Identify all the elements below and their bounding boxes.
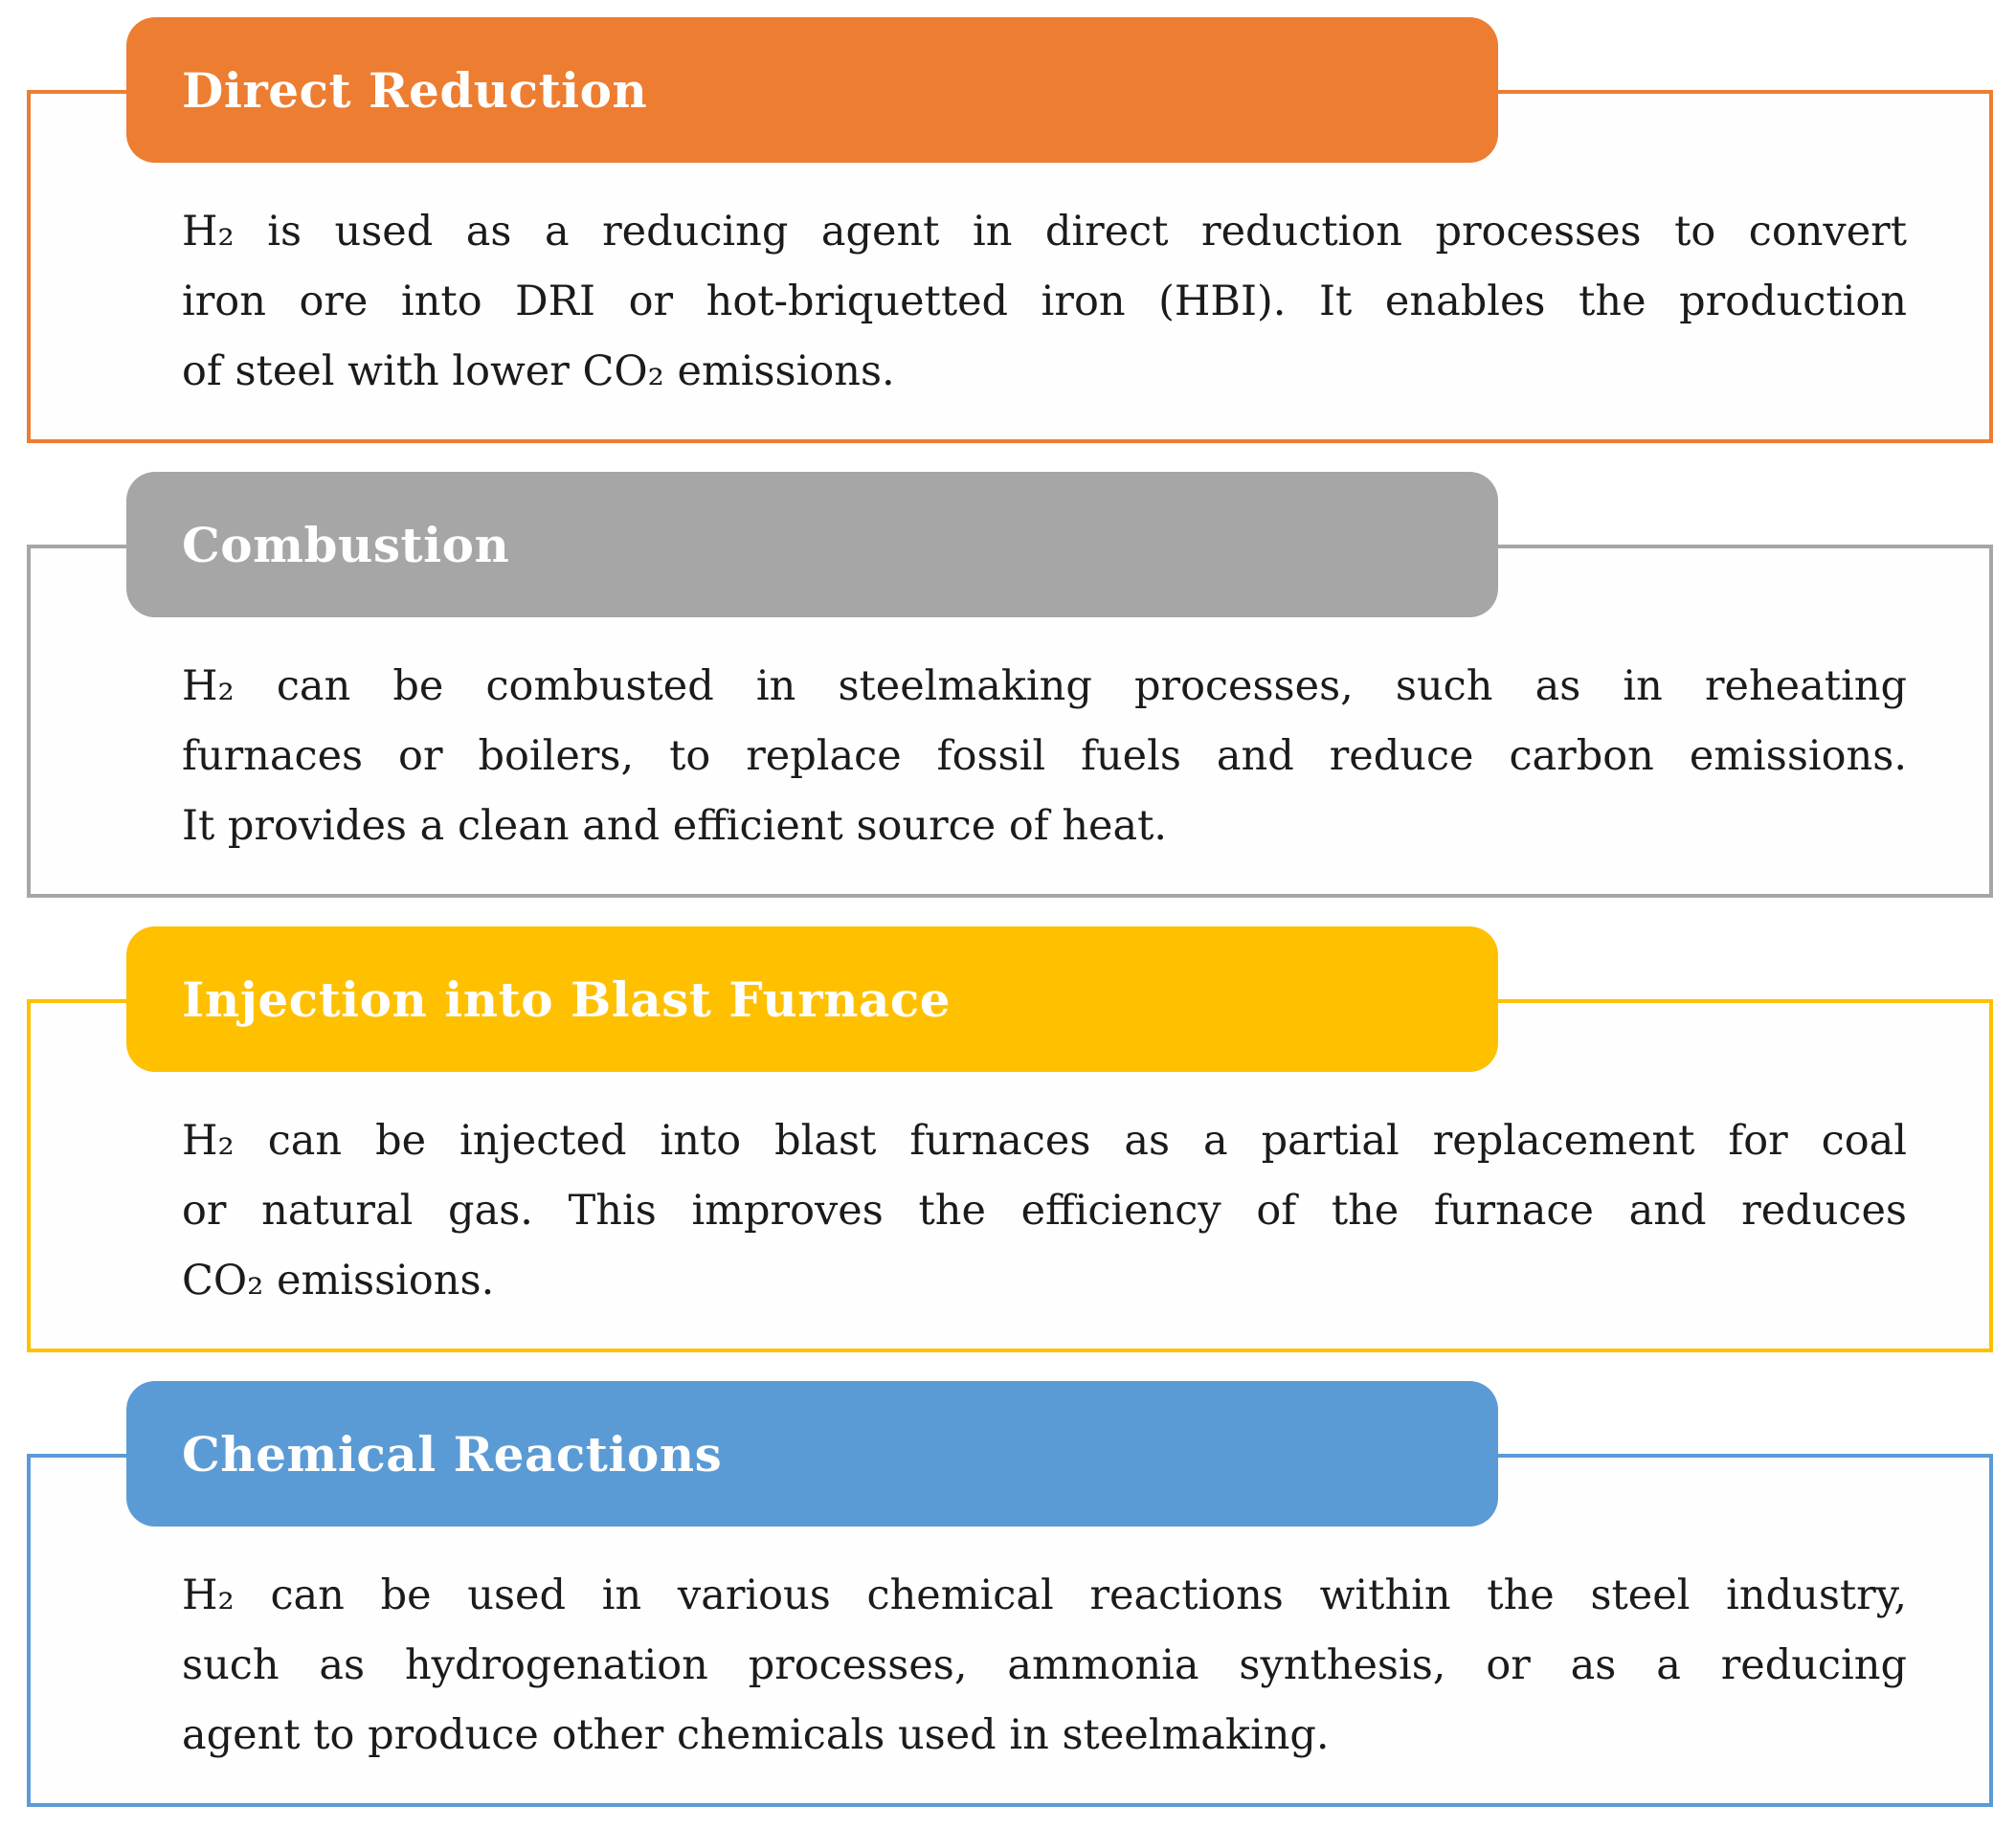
body-line: such as hydrogenation processes, ammonia… — [182, 1641, 1907, 1689]
body-line: H₂ can be injected into blast furnaces a… — [182, 1117, 1907, 1165]
section-chemical-reactions: Chemical Reactions H₂ can be used in var… — [27, 1381, 1993, 1807]
section-direct-reduction: Direct Reduction H₂ is used as a reducin… — [27, 17, 1993, 443]
section-title: Direct Reduction — [182, 61, 648, 119]
section-header-badge: Combustion — [126, 472, 1498, 617]
body-line: furnaces or boilers, to replace fossil f… — [182, 732, 1907, 780]
section-combustion: Combustion H₂ can be combusted in steelm… — [27, 472, 1993, 898]
section-body-text: H₂ can be injected into blast furnaces a… — [182, 1106, 1907, 1316]
body-line: iron ore into DRI or hot-briquetted iron… — [182, 278, 1907, 325]
body-line: CO₂ emissions. — [182, 1257, 495, 1304]
body-line: It provides a clean and efficient source… — [182, 802, 1168, 850]
section-body-text: H₂ can be used in various chemical react… — [182, 1561, 1907, 1771]
section-body-text: H₂ can be combusted in steelmaking proce… — [182, 652, 1907, 861]
section-injection-into-blast-furnace: Injection into Blast Furnace H₂ can be i… — [27, 926, 1993, 1352]
section-header-badge: Chemical Reactions — [126, 1381, 1498, 1527]
section-header-badge: Direct Reduction — [126, 17, 1498, 163]
section-title: Injection into Blast Furnace — [182, 970, 952, 1028]
body-line: or natural gas. This improves the effici… — [182, 1187, 1907, 1235]
body-line: H₂ can be combusted in steelmaking proce… — [182, 662, 1907, 710]
body-line: H₂ can be used in various chemical react… — [182, 1572, 1907, 1619]
body-line: agent to produce other chemicals used in… — [182, 1711, 1330, 1759]
section-title: Combustion — [182, 516, 510, 573]
body-line: of steel with lower CO₂ emissions. — [182, 347, 895, 395]
section-title: Chemical Reactions — [182, 1425, 723, 1482]
section-body-text: H₂ is used as a reducing agent in direct… — [182, 197, 1907, 407]
section-header-badge: Injection into Blast Furnace — [126, 926, 1498, 1072]
body-line: H₂ is used as a reducing agent in direct… — [182, 208, 1907, 256]
